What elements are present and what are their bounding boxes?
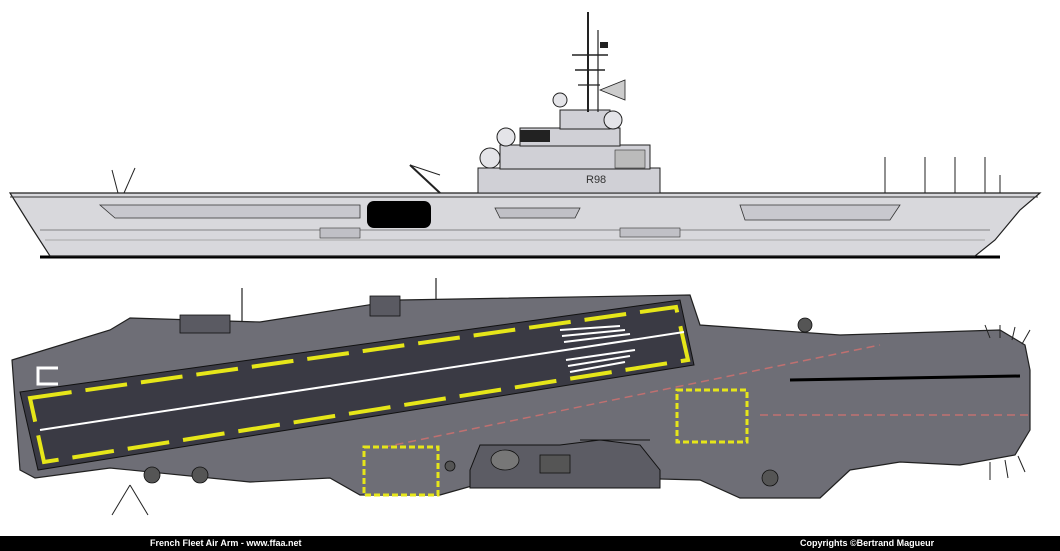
hull-number: R98 (586, 174, 606, 186)
footer-bar: French Fleet Air Arm - www.ffaa.net Copy… (0, 536, 1060, 551)
side-hull (8, 192, 1042, 257)
bow-hatch-markings (559, 325, 636, 373)
footer-right-credit: Copyrights ©Bertrand Magueur (800, 538, 935, 548)
antenna (129, 484, 149, 516)
deck-crane (409, 164, 441, 194)
deck-dashed-line (369, 344, 881, 451)
island: R98 (477, 92, 661, 194)
radome (496, 127, 516, 147)
deck-black-line (789, 374, 1021, 382)
plan-island (444, 439, 661, 489)
radome (603, 110, 623, 130)
plan-view (11, 278, 1031, 516)
radome (552, 92, 568, 108)
side-sponson (319, 227, 361, 239)
deck-gun-mount (761, 469, 779, 487)
carrier-drawing: R98 (8, 12, 1042, 516)
antenna (111, 169, 119, 194)
mast (572, 12, 626, 112)
radome (479, 147, 501, 169)
deck-elevator (362, 445, 440, 497)
runway-edge-marking (27, 304, 691, 465)
side-profile: R98 (8, 12, 1042, 259)
footer-left-credit: French Fleet Air Arm - www.ffaa.net (150, 538, 302, 548)
deck-gun-mount (143, 466, 161, 484)
stern-antennas (984, 324, 1031, 480)
deck-letter-marking (36, 366, 58, 386)
antenna (123, 167, 136, 194)
plan-deck (11, 294, 1031, 499)
side-sponson (739, 204, 901, 221)
deck-crane (409, 164, 441, 176)
deck-gun-mount (191, 466, 209, 484)
antenna (111, 484, 131, 516)
runway-centerline (39, 331, 685, 431)
side-sponson (619, 227, 681, 238)
side-sponson (98, 204, 361, 219)
angled-runway (19, 299, 695, 471)
deck-gun-mount (797, 317, 813, 333)
deck-elevator (675, 388, 749, 444)
side-sponson (494, 207, 581, 219)
deck-structure (179, 314, 231, 334)
deck-structure (369, 295, 401, 317)
hangar-opening (367, 201, 431, 228)
